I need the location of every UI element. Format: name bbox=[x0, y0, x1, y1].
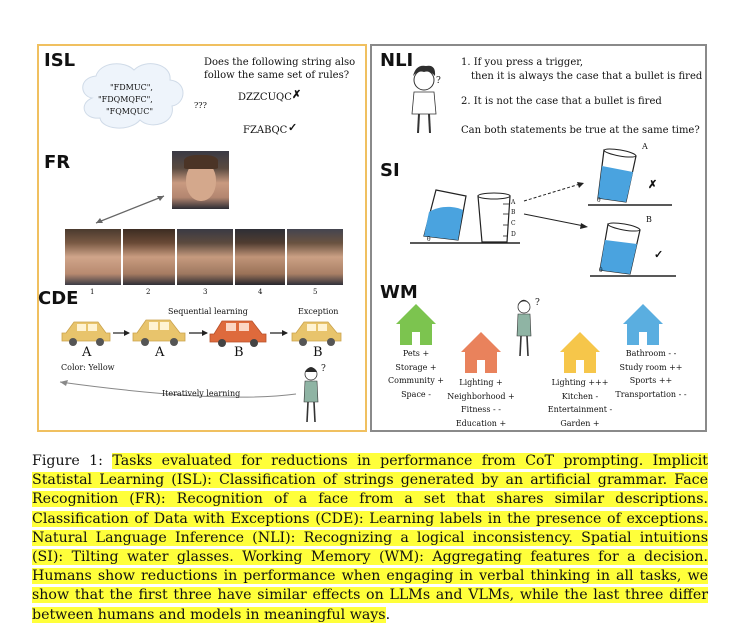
nli-item-2: 2. It is not the case that a bullet is f… bbox=[461, 96, 662, 107]
wm-thinking-person-icon bbox=[516, 299, 532, 357]
si-mark-a: A bbox=[511, 199, 516, 206]
house-4-features: Bathroom - - Study room ++ Sports ++ Tra… bbox=[612, 347, 690, 401]
house-3-features: Lighting +++ Kitchen - Entertainment - G… bbox=[545, 376, 615, 430]
face-number-5: 5 bbox=[313, 288, 318, 296]
si-theta-b: θ bbox=[599, 267, 603, 274]
isl-cloud-string-1: "FDMUC", bbox=[110, 83, 153, 92]
isl-cloud-string-3: "FQMQUC" bbox=[106, 107, 154, 116]
cde-thought-mark: ? bbox=[321, 364, 326, 374]
house-icon-2 bbox=[461, 332, 501, 373]
si-glass-a-label: A bbox=[642, 142, 648, 151]
face-number-2: 2 bbox=[146, 288, 151, 296]
cde-sequential-learning: Sequential learning bbox=[168, 307, 248, 316]
house-icon-1 bbox=[396, 304, 436, 345]
caption-prefix: Figure 1: bbox=[32, 453, 113, 469]
house-4-feature: Study room ++ bbox=[619, 362, 683, 372]
isl-cloud-string-2: "FDQMQFC", bbox=[98, 95, 153, 104]
si-result-b: ✓ bbox=[654, 248, 664, 261]
nli-item-1-line-2: then it is always the case that a bullet… bbox=[471, 71, 703, 82]
face-photo-2 bbox=[123, 229, 175, 285]
figure-caption: Figure 1: Tasks evaluated for reductions… bbox=[32, 452, 708, 625]
wm-label: WM bbox=[380, 282, 418, 303]
house-1-feature: Space - bbox=[401, 389, 431, 399]
face-number-4: 4 bbox=[258, 288, 263, 296]
isl-check-mark: ✓ bbox=[288, 121, 298, 134]
house-3-feature: Entertainment - bbox=[547, 405, 613, 414]
car-icon-1 bbox=[61, 321, 111, 346]
cde-car-label-1: A bbox=[82, 345, 92, 360]
cde-car-label-4: B bbox=[313, 345, 323, 360]
house-1-features: Pets + Storage + Community + Space - bbox=[386, 347, 446, 401]
house-3-feature: Kitchen - bbox=[561, 391, 599, 401]
caption-highlighted-text: Tasks evaluated for reductions in perfor… bbox=[32, 453, 708, 623]
target-face-photo bbox=[172, 151, 229, 209]
cde-iterative-learning: Iteratively learning bbox=[162, 389, 241, 398]
nli-label: NLI bbox=[380, 50, 414, 71]
house-2-feature: Neighborhood + bbox=[447, 391, 515, 401]
cde-exception: Exception bbox=[298, 307, 339, 316]
house-4-feature: Sports ++ bbox=[629, 376, 673, 385]
wm-thought-mark: ? bbox=[535, 298, 540, 308]
face-number-1: 1 bbox=[90, 288, 95, 296]
house-2-feature: Fitness - - bbox=[461, 405, 501, 414]
house-1-feature: Pets + bbox=[402, 349, 430, 358]
si-glass-b-label: B bbox=[646, 215, 652, 224]
isl-cross-mark: ✗ bbox=[292, 88, 302, 101]
house-4-feature: Bathroom - - bbox=[625, 349, 677, 358]
house-2-feature: Lighting + bbox=[459, 378, 503, 387]
fr-label: FR bbox=[44, 152, 71, 173]
cde-car-label-2: A bbox=[155, 345, 165, 360]
isl-string-1: DZZCUQC bbox=[238, 92, 292, 103]
caption-suffix: . bbox=[385, 606, 391, 623]
face-photo-5 bbox=[287, 229, 343, 285]
si-mark-c: C bbox=[511, 220, 516, 227]
si-mark-b: B bbox=[511, 209, 516, 216]
cde-car-label-3: B bbox=[234, 345, 244, 360]
si-theta-a: θ bbox=[597, 197, 601, 204]
glass-a-icon bbox=[597, 148, 637, 203]
house-3-feature: Garden + bbox=[560, 418, 600, 428]
car-icon-2 bbox=[132, 319, 186, 346]
house-1-feature: Community + bbox=[388, 376, 444, 385]
house-3-feature: Lighting +++ bbox=[551, 378, 609, 387]
isl-unknown-mark: ??? bbox=[194, 101, 207, 110]
isl-question-line-2: follow the same set of rules? bbox=[204, 70, 350, 81]
si-label: SI bbox=[380, 160, 400, 181]
face-photo-4 bbox=[235, 229, 285, 285]
nli-question: Can both statements be true at the same … bbox=[461, 125, 700, 136]
measuring-cup-icon bbox=[477, 192, 511, 243]
house-icon-4 bbox=[623, 304, 663, 345]
house-2-feature: Education + bbox=[455, 418, 507, 428]
nli-item-1-line-1: 1. If you press a trigger, bbox=[461, 57, 584, 68]
house-2-features: Lighting + Neighborhood + Fitness - - Ed… bbox=[446, 376, 516, 430]
si-result-a: ✗ bbox=[648, 178, 658, 191]
si-mark-d: D bbox=[511, 231, 516, 238]
isl-label: ISL bbox=[44, 50, 76, 71]
cde-label: CDE bbox=[38, 288, 79, 309]
face-photo-1 bbox=[65, 229, 121, 285]
glass-b-icon bbox=[599, 222, 641, 275]
car-icon-3 bbox=[209, 320, 267, 347]
nli-thought-mark: ? bbox=[436, 76, 441, 86]
house-1-feature: Storage + bbox=[395, 362, 437, 372]
car-icon-4 bbox=[291, 321, 342, 346]
face-photo-3 bbox=[177, 229, 233, 285]
cde-color-note: Color: Yellow bbox=[61, 363, 115, 372]
face-number-3: 3 bbox=[203, 288, 208, 296]
si-theta-left: θ bbox=[427, 236, 431, 243]
isl-question-line-1: Does the following string also bbox=[204, 57, 356, 68]
house-4-feature: Transportation - - bbox=[615, 389, 687, 399]
tilted-glass-icon bbox=[423, 189, 467, 241]
isl-string-2: FZABQC bbox=[243, 125, 288, 136]
house-icon-3 bbox=[560, 332, 600, 373]
